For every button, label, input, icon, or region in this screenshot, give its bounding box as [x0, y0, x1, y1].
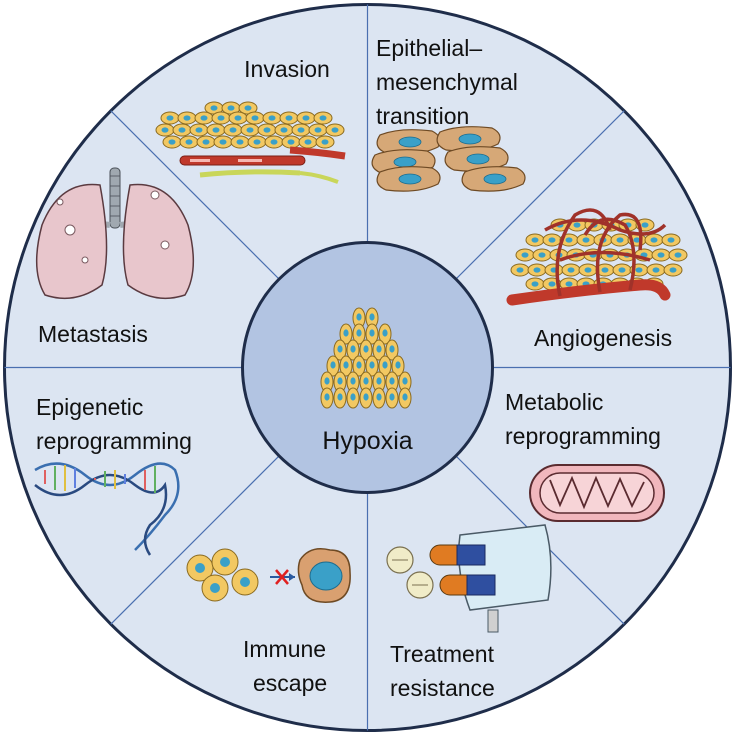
cell	[663, 263, 683, 277]
cell	[213, 135, 233, 149]
cell	[320, 387, 334, 409]
cell	[510, 263, 530, 277]
cell	[346, 387, 360, 409]
cell	[245, 111, 265, 125]
cell	[177, 111, 197, 125]
cell	[372, 387, 386, 409]
segment-label-epigenetic: Epigenetic reprogramming	[36, 394, 192, 454]
cell	[525, 277, 545, 291]
cell	[561, 263, 581, 277]
cell	[646, 263, 666, 277]
segment-label-angiogenesis: Angiogenesis	[534, 325, 672, 351]
cell	[398, 387, 412, 409]
cell	[651, 248, 671, 262]
segment-label-metabolic: Metabolic reprogramming	[505, 389, 661, 449]
lungs-icon	[35, 167, 195, 300]
segment-dividers	[4, 4, 731, 731]
center-label: Hypoxia	[322, 427, 412, 455]
cell	[230, 135, 250, 149]
cell	[160, 111, 180, 125]
cell	[308, 123, 328, 137]
immune-cell-blocked-icon	[186, 548, 351, 603]
cell	[196, 135, 216, 149]
segment-label-invasion: Invasion	[244, 56, 330, 82]
drug-capsules-and-iv-bag-icon	[386, 524, 552, 633]
vascularized-tumor-icon	[506, 208, 688, 306]
cell	[274, 123, 294, 137]
cell	[206, 123, 226, 137]
segment-label-emt: Epithelial– mesenchymal transition	[376, 35, 524, 129]
cell	[291, 123, 311, 137]
cell	[515, 248, 535, 262]
cell	[179, 135, 199, 149]
cell	[240, 123, 260, 137]
cell	[162, 135, 182, 149]
cell	[385, 387, 399, 409]
cell	[333, 387, 347, 409]
cell	[578, 263, 598, 277]
segment-label-treatment: Treatment resistance	[390, 641, 500, 701]
dna-helix-icon	[34, 462, 180, 556]
cell	[644, 233, 664, 247]
cell	[257, 123, 277, 137]
mitochondrion-icon	[529, 464, 665, 522]
cell	[668, 248, 688, 262]
cell	[576, 233, 596, 247]
cell	[228, 111, 248, 125]
segment-label-metastasis: Metastasis	[38, 321, 148, 347]
cell	[315, 135, 335, 149]
cell	[223, 123, 243, 137]
segment-label-immune: Immune escape	[243, 636, 332, 696]
cell	[172, 123, 192, 137]
cell	[281, 135, 301, 149]
cell	[325, 123, 345, 137]
cell	[296, 111, 316, 125]
cell	[661, 233, 681, 247]
cell	[264, 135, 284, 149]
cell	[313, 111, 333, 125]
cell	[527, 263, 547, 277]
cell	[155, 123, 175, 137]
cell	[247, 135, 267, 149]
cell	[610, 233, 630, 247]
cell	[525, 233, 545, 247]
cell	[542, 233, 562, 247]
tissue-invasion-icon	[155, 101, 346, 184]
cell	[544, 263, 564, 277]
cell	[211, 111, 231, 125]
cell	[194, 111, 214, 125]
cell	[532, 248, 552, 262]
cell	[612, 263, 632, 277]
cell	[262, 111, 282, 125]
cell	[359, 387, 373, 409]
cell	[189, 123, 209, 137]
cell	[279, 111, 299, 125]
cell	[298, 135, 318, 149]
